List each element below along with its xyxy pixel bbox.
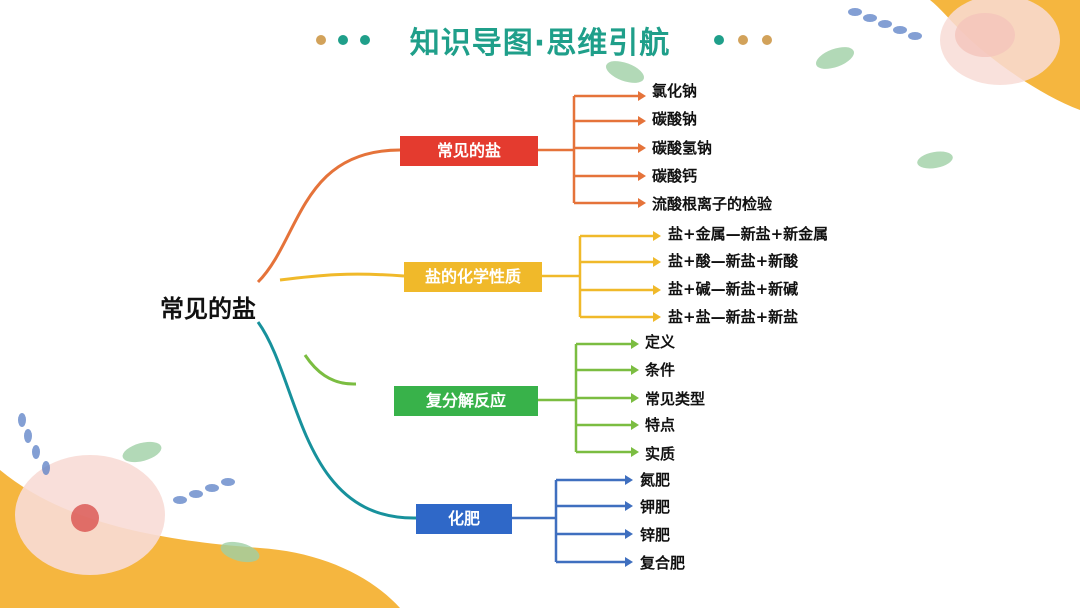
leaf-item: 盐+酸—新盐+新酸	[668, 252, 799, 270]
branch-node-fertilizer: 化肥	[416, 504, 512, 534]
title-dot	[316, 35, 326, 45]
leaf-item: 钾肥	[640, 498, 671, 516]
flower-bottom-left-center	[71, 504, 99, 532]
leaf-item: 氮肥	[640, 471, 671, 489]
root-to-branch-2	[279, 272, 405, 282]
title-dot	[762, 35, 772, 45]
branch-node-chemical-properties: 盐的化学性质	[404, 262, 542, 292]
branch-2-arrowheads	[653, 231, 661, 322]
title-dot	[714, 35, 724, 45]
branch-1-connectors	[538, 94, 640, 205]
branch-node-double-decomposition: 复分解反应	[394, 386, 538, 416]
branch-node-common-salts: 常见的盐	[400, 136, 538, 166]
page-title: 知识导图·思维引航	[409, 26, 671, 61]
leaf-item: 条件	[645, 361, 676, 379]
leaf-item: 盐+碱—新盐+新碱	[668, 280, 799, 298]
leaf-item: 复合肥	[640, 554, 686, 572]
leaf-item: 定义	[645, 333, 676, 351]
leaf-item: 特点	[645, 416, 676, 434]
branch-4-connectors	[512, 478, 627, 564]
root-to-branch-4	[256, 321, 417, 520]
leaves	[122, 47, 953, 563]
leaf-item: 碳酸钠	[652, 110, 698, 128]
title-dot	[360, 35, 370, 45]
leaf-item: 碳酸钙	[652, 167, 698, 185]
leaf-item: 流酸根离子的检验	[652, 195, 773, 213]
flower-top-right-inner	[955, 13, 1015, 57]
leaf-item: 实质	[645, 445, 676, 463]
branch-4-arrowheads	[625, 475, 633, 567]
branch-3-arrowheads	[631, 339, 639, 457]
root-to-branch-1	[256, 148, 401, 284]
leaf-item: 盐+盐—新盐+新盐	[668, 308, 799, 326]
title-dot	[738, 35, 748, 45]
title-dot	[338, 35, 348, 45]
root-to-branch-3	[303, 354, 357, 386]
branch-3-connectors	[538, 342, 633, 454]
branch-2-connectors	[542, 234, 655, 319]
leaf-item: 常见类型	[645, 390, 706, 408]
branch-1-arrowheads	[638, 91, 646, 208]
leaf-item: 盐+金属—新盐+新金属	[668, 225, 829, 243]
root-node: 常见的盐	[160, 295, 256, 323]
leaf-item: 碳酸氢钠	[652, 139, 713, 157]
lavender-sprigs	[18, 8, 922, 504]
leaf-item: 氯化钠	[652, 82, 698, 100]
leaf-item: 锌肥	[640, 526, 671, 544]
